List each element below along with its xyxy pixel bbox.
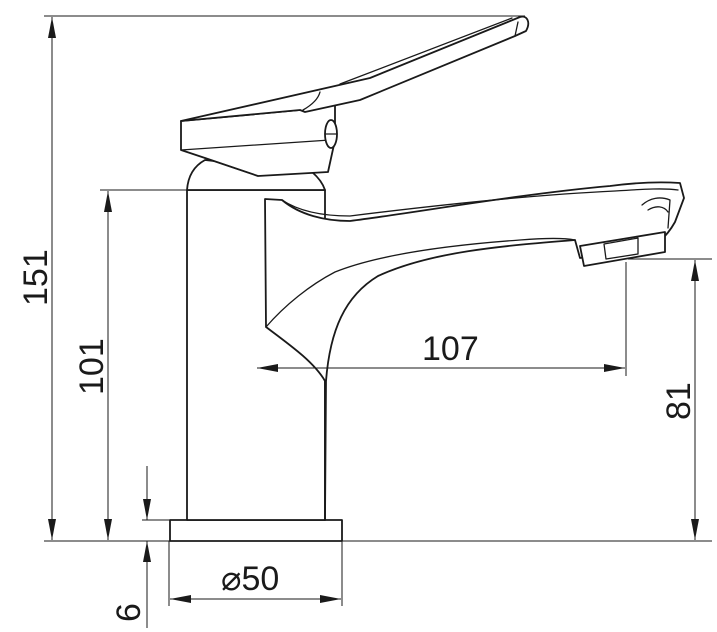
lever-handle-edge (302, 91, 321, 111)
dimension-label-81: 81 (660, 382, 698, 420)
faucet-outline (169, 15, 685, 542)
dimension-151: 151 (17, 17, 56, 540)
lever-handle (180, 15, 530, 122)
dimension-label-diameter-50: ⌀50 (221, 560, 279, 598)
extension-lines (44, 15, 712, 606)
dimension-101: 101 (73, 191, 112, 540)
dimension-label-107: 107 (422, 330, 479, 368)
spout-top-contour (281, 188, 679, 217)
dimension-6: 6 (110, 466, 151, 628)
lever-handle-tip (514, 21, 519, 37)
spout-tip-detail (641, 197, 671, 229)
dimension-107: 107 (257, 330, 625, 372)
base-plate (169, 519, 343, 542)
lever-head-edge (180, 139, 331, 151)
spout-contour (265, 237, 576, 328)
dimension-81: 81 (660, 260, 699, 540)
dimension-50: ⌀50 (170, 560, 341, 603)
side-screw (324, 119, 338, 149)
aerator (579, 231, 666, 267)
dimension-label-6: 6 (110, 603, 148, 622)
lever-handle-ridge (339, 17, 513, 85)
dimension-label-101: 101 (73, 338, 111, 395)
dimension-label-151: 151 (17, 249, 55, 306)
spout-tip-bevel (647, 206, 669, 213)
lever-head-bottom (204, 157, 259, 177)
